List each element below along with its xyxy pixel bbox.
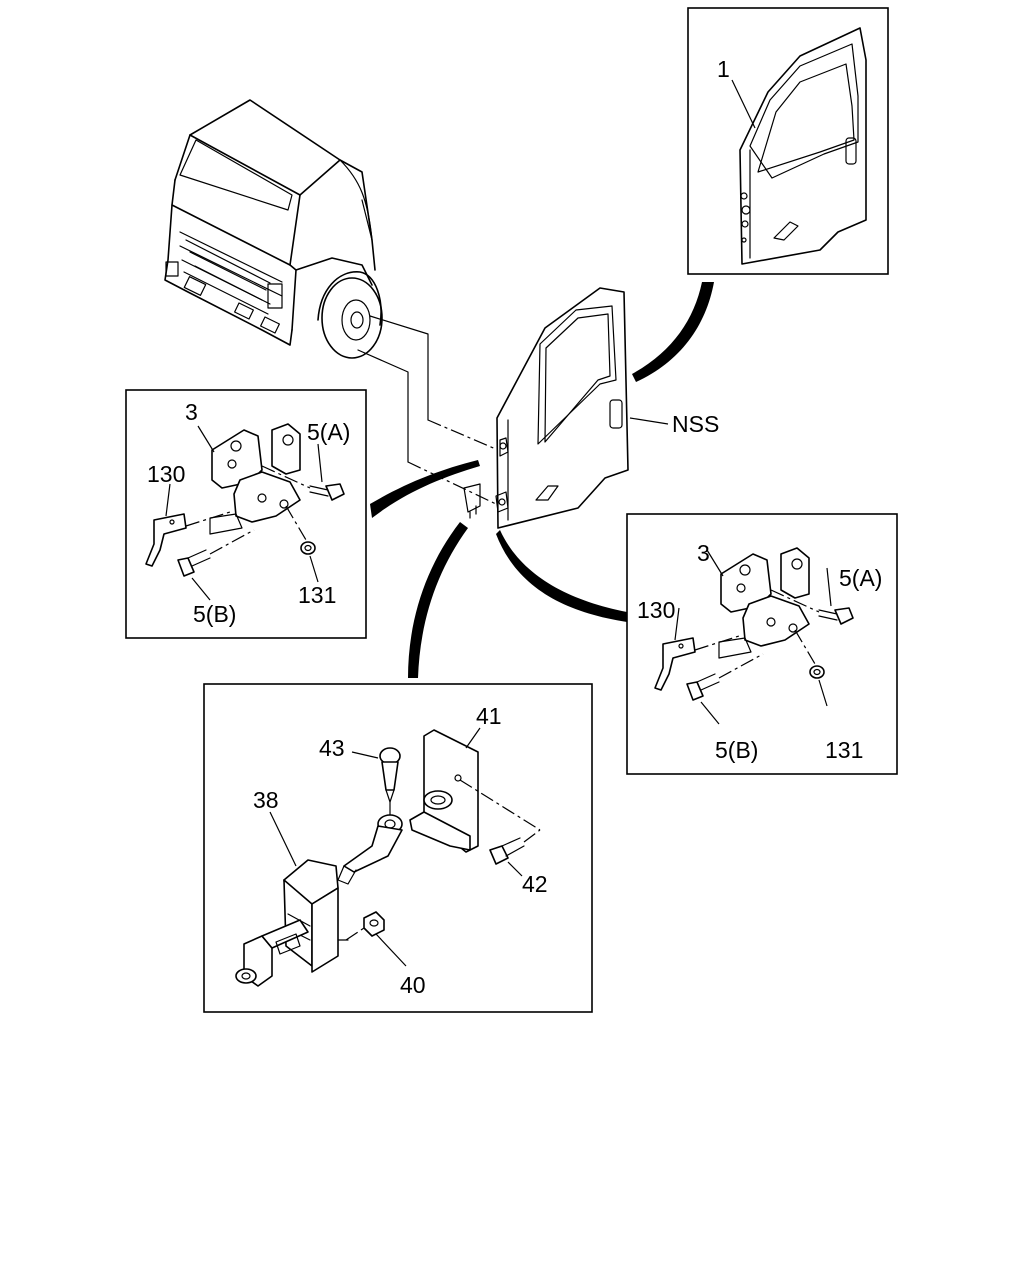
label-plate-left: 130 <box>147 461 185 487</box>
label-bolt-a-right: 5(A) <box>839 565 882 591</box>
label-nut-40: 40 <box>400 972 426 998</box>
label-pin-43: 43 <box>319 735 345 761</box>
truck-cab-illustration <box>164 99 383 359</box>
hinge-assembly-left <box>145 423 345 601</box>
label-bolt-b-right: 5(B) <box>715 737 758 763</box>
label-bolt-a-left: 5(A) <box>307 419 350 445</box>
label-nss: NSS <box>672 411 719 437</box>
label-nut-left: 131 <box>298 582 336 608</box>
hinge-assembly-right <box>654 547 854 725</box>
label-hinge-right: 3 <box>697 540 710 566</box>
door-nss <box>463 287 669 529</box>
label-checker-38: 38 <box>253 787 279 813</box>
label-bracket-41: 41 <box>476 703 502 729</box>
label-hinge-left: 3 <box>185 399 198 425</box>
cab-to-door-leaders <box>357 315 499 506</box>
label-plate-right: 130 <box>637 597 675 623</box>
checker-assembly <box>235 727 541 987</box>
label-door-part-1: 1 <box>717 56 730 82</box>
label-bolt-b-left: 5(B) <box>193 601 236 627</box>
inset-door-part <box>731 27 867 265</box>
label-bolt-42: 42 <box>522 871 548 897</box>
label-nut-right: 131 <box>825 737 863 763</box>
connector-arcs <box>370 282 714 678</box>
